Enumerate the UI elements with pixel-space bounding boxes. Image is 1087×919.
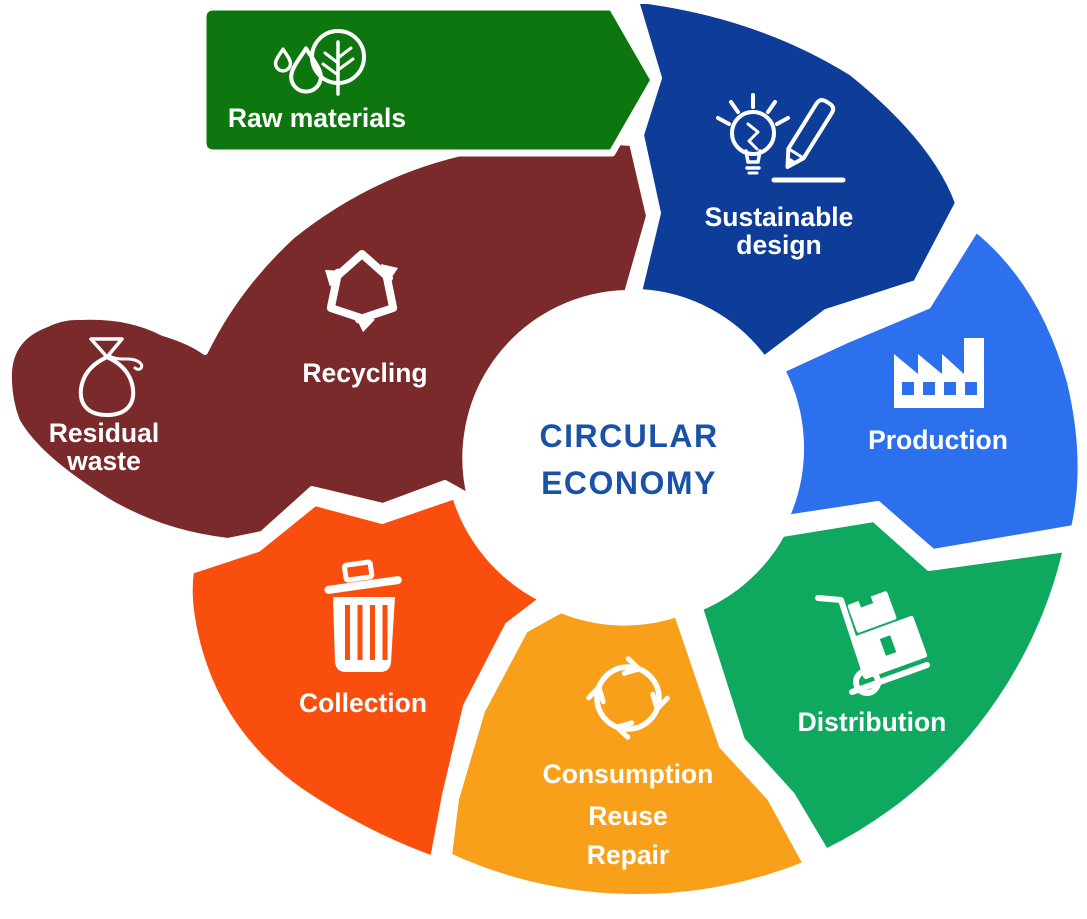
- recycling-arrows-icon: [324, 250, 398, 333]
- sustainable-design-label-line2: design: [736, 230, 821, 260]
- collection-segment-shape: [186, 493, 545, 862]
- segment-raw-materials: Raw materials: [199, 3, 658, 157]
- recycling-label: Recycling: [302, 358, 427, 388]
- factory-icon: [894, 338, 984, 408]
- production-label: Production: [868, 425, 1008, 455]
- segment-recycling: Recycling Residual waste: [5, 138, 652, 544]
- droplets-icon: [273, 46, 323, 94]
- consumption-label-line3: Repair: [587, 840, 669, 870]
- circular-arrows-icon: [586, 656, 670, 740]
- recycling-segment-shape: [5, 138, 652, 544]
- segment-distribution: Distribution: [697, 516, 1069, 855]
- trash-can-icon: [324, 559, 402, 672]
- segment-collection: Collection: [186, 493, 545, 862]
- segment-production: Production: [779, 226, 1084, 555]
- distribution-segment-shape: [697, 516, 1069, 855]
- center-circle: [472, 300, 786, 614]
- sustainable-design-label-line1: Sustainable: [705, 202, 854, 232]
- segment-consumption: Consumption Reuse Repair: [446, 607, 809, 901]
- collection-label: Collection: [299, 688, 427, 718]
- consumption-segment-shape: [446, 607, 809, 901]
- raw-materials-label: Raw materials: [228, 103, 406, 133]
- tree-icon: [310, 29, 366, 96]
- hand-truck-icon: [815, 591, 930, 696]
- segment-sustainable-design: Sustainable design: [633, 0, 961, 362]
- consumption-label-line2: Reuse: [588, 801, 668, 831]
- lightbulb-icon: [716, 93, 790, 175]
- title-line1: CIRCULAR: [539, 418, 718, 454]
- consumption-label-line1: Consumption: [543, 759, 714, 789]
- residual-waste-label-line2: waste: [66, 446, 141, 476]
- residual-waste-label-line1: Residual: [49, 418, 159, 448]
- pencil-icon: [771, 98, 846, 183]
- distribution-label: Distribution: [798, 707, 947, 737]
- waste-bag-icon: [78, 337, 144, 417]
- title-line2: ECONOMY: [541, 465, 717, 501]
